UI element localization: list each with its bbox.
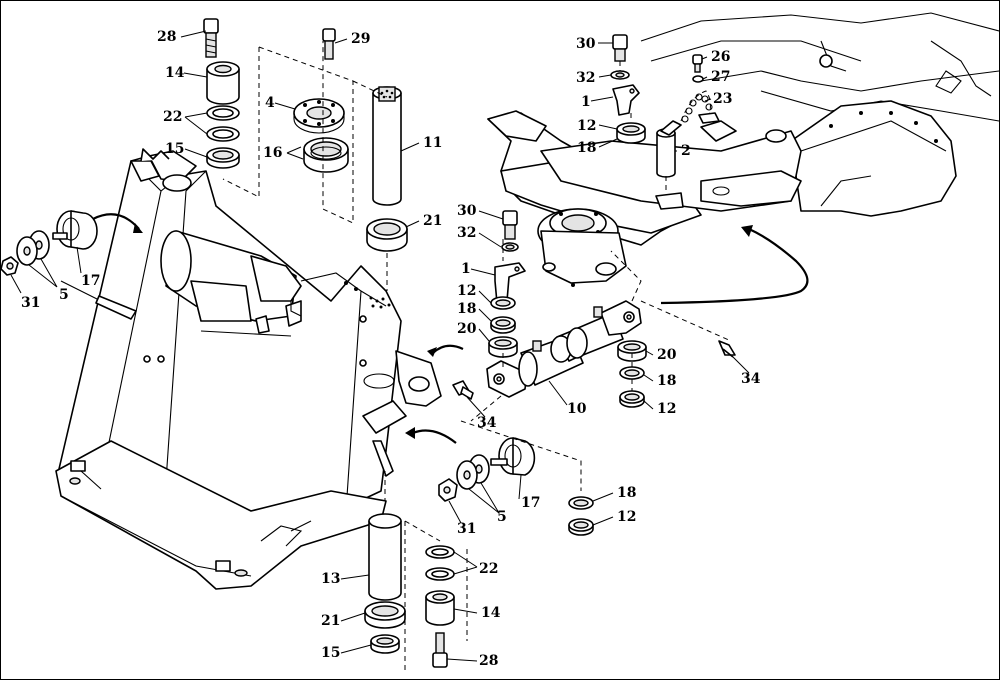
callout-26: 26 xyxy=(711,49,730,65)
callout-15: 15 xyxy=(165,141,184,157)
callout-21: 21 xyxy=(423,213,442,229)
callout-34a: 34 xyxy=(741,371,761,387)
callout-32b: 32 xyxy=(457,225,476,241)
callout-5b: 5 xyxy=(497,509,507,525)
middle-stack xyxy=(488,210,526,358)
right-cylinder-stack xyxy=(617,340,647,408)
callout-12: 12 xyxy=(577,118,596,134)
callout-12d: 12 xyxy=(617,509,636,525)
callout-10: 10 xyxy=(567,401,587,417)
callout-22: 22 xyxy=(163,109,182,125)
upper-frame-bracket xyxy=(487,110,802,287)
callout-13: 13 xyxy=(321,571,340,587)
callout-27: 27 xyxy=(711,69,730,85)
callout-14b: 14 xyxy=(481,605,501,621)
callout-28: 28 xyxy=(157,29,176,45)
callout-14: 14 xyxy=(165,65,185,81)
callout-31: 31 xyxy=(21,295,40,311)
callout-30: 30 xyxy=(576,36,596,52)
callout-20a: 20 xyxy=(457,321,477,337)
machine-body-context xyxy=(640,12,999,217)
bearing-plate-group xyxy=(293,28,349,173)
callout-11: 11 xyxy=(423,135,442,151)
callout-18b: 18 xyxy=(457,301,476,317)
left-isolator-mount xyxy=(1,210,98,276)
callout-18d: 18 xyxy=(617,485,636,501)
callout-31b: 31 xyxy=(457,521,476,537)
callout-23: 23 xyxy=(713,91,732,107)
callout-21b: 21 xyxy=(321,613,340,629)
callout-30b: 30 xyxy=(457,203,477,219)
callout-18c: 18 xyxy=(657,373,676,389)
main-tower-frame xyxy=(55,148,442,590)
hydraulic-cylinder xyxy=(486,300,642,398)
callout-22b: 22 xyxy=(479,561,498,577)
right-isolator-mount xyxy=(438,437,536,502)
lower-pivot-pin xyxy=(364,513,406,654)
callout-12c: 12 xyxy=(657,401,676,417)
callout-labels: 28 29 14 4 22 16 15 11 21 17 5 31 30 32 … xyxy=(21,29,761,669)
callout-28b: 28 xyxy=(479,653,498,669)
callout-20b: 20 xyxy=(657,347,677,363)
upper-right-stack xyxy=(610,34,720,178)
callout-17b: 17 xyxy=(521,495,540,511)
callout-2: 2 xyxy=(681,143,691,159)
callout-29: 29 xyxy=(351,31,370,47)
callout-17: 17 xyxy=(81,273,100,289)
callout-1b: 1 xyxy=(461,261,471,277)
callout-4: 4 xyxy=(265,95,275,111)
leader-lines xyxy=(10,30,750,662)
callout-32: 32 xyxy=(576,70,595,86)
callout-15b: 15 xyxy=(321,645,340,661)
callout-16: 16 xyxy=(263,145,282,161)
upper-pivot-pin xyxy=(366,86,408,252)
assembly-dashed-lines xyxy=(222,41,732,673)
callout-5: 5 xyxy=(59,287,69,303)
lower-right-stack xyxy=(425,545,455,668)
callout-18: 18 xyxy=(577,140,596,156)
lower-washers xyxy=(568,496,594,536)
callout-34b: 34 xyxy=(477,415,497,431)
direction-arrows xyxy=(92,213,809,444)
grease-fittings xyxy=(452,340,736,400)
callout-1: 1 xyxy=(581,94,591,110)
callout-12b: 12 xyxy=(457,283,476,299)
left-top-stack xyxy=(203,18,240,169)
